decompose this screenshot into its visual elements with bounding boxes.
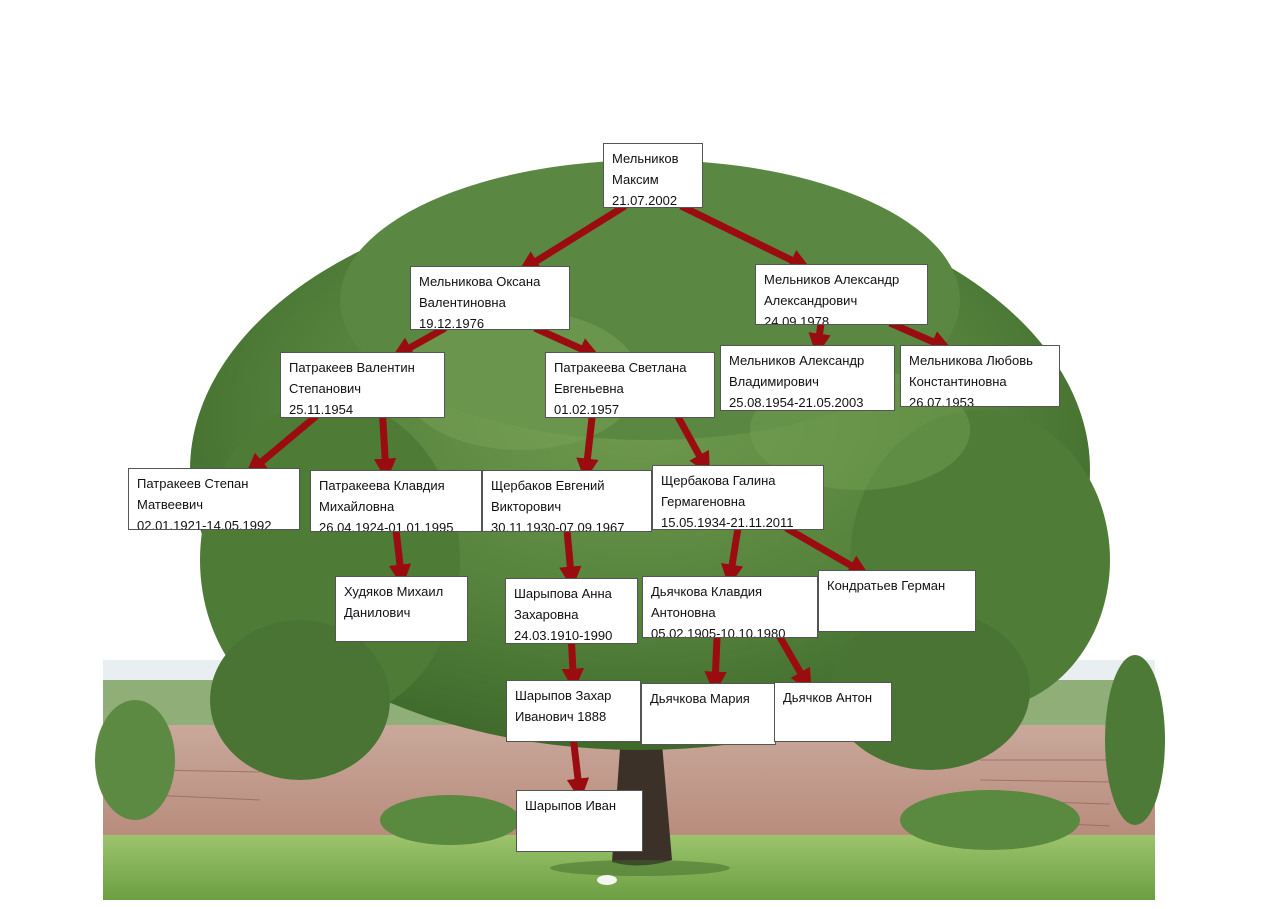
person-card-anton: Дьячков Антон: [774, 682, 892, 742]
edge-arrow-klavdiya-m-to-mikhail: [388, 529, 412, 587]
card-line: Дьячкова Клавдия: [651, 584, 763, 599]
card-line: 02.01.1921-14.05.1992: [137, 518, 272, 530]
person-card-svetlana: Патракеева Светлана Евгеньевна 01.02.195…: [545, 352, 715, 418]
card-line: Патракеева Светлана: [554, 360, 687, 375]
card-line: Гермагеновна: [661, 494, 746, 509]
card-line: Антоновна: [651, 605, 716, 620]
person-card-galina: Щербакова Галина Гермагеновна 15.05.1934…: [652, 465, 824, 530]
card-line: Степанович: [289, 381, 362, 396]
edge-arrow-svetlana-to-evgeniy: [576, 415, 599, 481]
person-card-mariya: Дьячкова Мария: [641, 683, 776, 745]
white-object: [597, 875, 617, 885]
person-card-klavdiya-m: Патракеева Клавдия Михайловна 26.04.1924…: [310, 470, 482, 532]
edge-arrow-oksana-to-valentin: [390, 324, 447, 359]
edge-arrow-klavdiya-a-to-anton: [776, 634, 812, 692]
card-line: 19.12.1976: [419, 316, 485, 330]
person-card-aleksandr-v: Мельников Александр Владимирович 25.08.1…: [720, 345, 895, 411]
card-line: Михайловна: [319, 499, 395, 514]
edge-arrow-aleksandr-a-to-lyubov: [888, 319, 954, 352]
card-line: 26.07.1953: [909, 395, 975, 407]
card-line: Щербаков Евгений: [491, 478, 605, 493]
edge-arrow-oksana-to-svetlana: [533, 324, 601, 359]
card-line: 21.07.2002: [612, 193, 678, 208]
person-card-anna: Шарыпова Анна Захаровна 24.03.1910-1990: [505, 578, 638, 644]
edge-arrow-aleksandr-a-to-aleksandr-v: [808, 322, 831, 356]
person-card-stepan: Патракеев Степан Матвеевич 02.01.1921-14…: [128, 468, 300, 530]
card-line: Патракеева Клавдия: [319, 478, 445, 493]
card-line: Шарыпова Анна: [514, 586, 612, 601]
card-line: 30.11.1930-07.09.1967: [491, 520, 625, 532]
person-card-lyubov: Мельникова Любовь Константиновна 26.07.1…: [900, 345, 1060, 407]
card-line: 24.09.1978: [764, 314, 830, 325]
edge-arrow-klavdiya-a-to-mariya: [704, 635, 727, 694]
person-card-evgeniy: Щербаков Евгений Викторович 30.11.1930-0…: [482, 470, 652, 532]
edge-arrow-svetlana-to-galina: [674, 414, 710, 475]
card-line: Захаровна: [514, 607, 579, 622]
card-line: Кондратьев Герман: [827, 578, 946, 593]
person-card-german: Кондратьев Герман: [818, 570, 976, 632]
card-line: Патракеев Степан: [137, 476, 249, 491]
card-line: 01.02.1957: [554, 402, 620, 417]
foliage-lower-left: [210, 620, 390, 780]
card-line: Шарыпов Захар: [515, 688, 612, 703]
bush-cluster-left: [380, 795, 520, 845]
person-card-mikhail: Худяков Михаил Данилович: [335, 576, 468, 642]
edge-arrow-anna-to-zakhar: [561, 641, 585, 691]
card-line: Мельникова Оксана: [419, 274, 541, 289]
edge-arrow-valentin-to-klavdiya-m: [373, 415, 397, 481]
person-card-maksim: Мельников Максим 21.07.2002: [603, 143, 703, 208]
card-line: Максим: [612, 172, 659, 187]
card-line: Патракеев Валентин: [289, 360, 415, 375]
card-line: Шарыпов Иван: [525, 798, 617, 813]
edge-arrow-zakhar-to-ivan: [566, 739, 590, 801]
card-line: Иванович 1888: [515, 709, 607, 724]
person-card-ivan: Шарыпов Иван: [516, 790, 643, 852]
right-bush: [1105, 655, 1165, 825]
card-line: 25.08.1954-21.05.2003: [729, 395, 864, 410]
left-bush: [95, 700, 175, 820]
card-line: Мельников: [612, 151, 679, 166]
edge-arrow-evgeniy-to-anna: [559, 529, 582, 589]
person-card-oksana: Мельникова Оксана Валентиновна 19.12.197…: [410, 266, 570, 330]
card-line: Дьячков Антон: [783, 690, 873, 705]
card-line: Владимирович: [729, 374, 819, 389]
card-line: Евгеньевна: [554, 381, 624, 396]
person-card-valentin: Патракеев Валентин Степанович 25.11.1954: [280, 352, 445, 418]
person-card-klavdiya-a: Дьячкова Клавдия Антоновна 05.02.1905-10…: [642, 576, 818, 638]
card-line: Александрович: [764, 293, 858, 308]
card-line: Щербакова Галина: [661, 473, 776, 488]
card-line: 25.11.1954: [289, 402, 354, 417]
card-line: Дьячкова Мария: [650, 691, 750, 706]
card-line: Матвеевич: [137, 497, 204, 512]
card-line: Мельникова Любовь: [909, 353, 1033, 368]
card-line: Валентиновна: [419, 295, 506, 310]
card-line: Худяков Михаил: [344, 584, 444, 599]
card-line: 24.03.1910-1990: [514, 628, 613, 643]
edge-arrow-galina-to-german: [784, 524, 870, 577]
card-line: Константиновна: [909, 374, 1007, 389]
card-line: 05.02.1905-10.10.1980: [651, 626, 786, 638]
edge-arrow-maksim-to-aleksandr-a: [679, 202, 812, 271]
bush-cluster: [900, 790, 1080, 850]
person-card-aleksandr-a: Мельников Александр Александрович 24.09.…: [755, 264, 928, 325]
edge-layer: [244, 202, 954, 801]
edge-arrow-maksim-to-oksana: [517, 203, 627, 273]
card-line: Данилович: [344, 605, 411, 620]
card-line: 26.04.1924-01.01.1995: [319, 520, 454, 532]
card-line: Викторович: [491, 499, 562, 514]
card-line: 15.05.1934-21.11.2011: [661, 515, 794, 530]
person-card-zakhar: Шарыпов Захар Иванович 1888: [506, 680, 641, 742]
card-line: Мельников Александр: [764, 272, 900, 287]
card-line: Мельников Александр: [729, 353, 865, 368]
edge-arrow-valentin-to-stepan: [244, 413, 319, 476]
edge-arrow-galina-to-klavdiya-a: [721, 527, 744, 587]
tree-shadow: [550, 860, 730, 876]
